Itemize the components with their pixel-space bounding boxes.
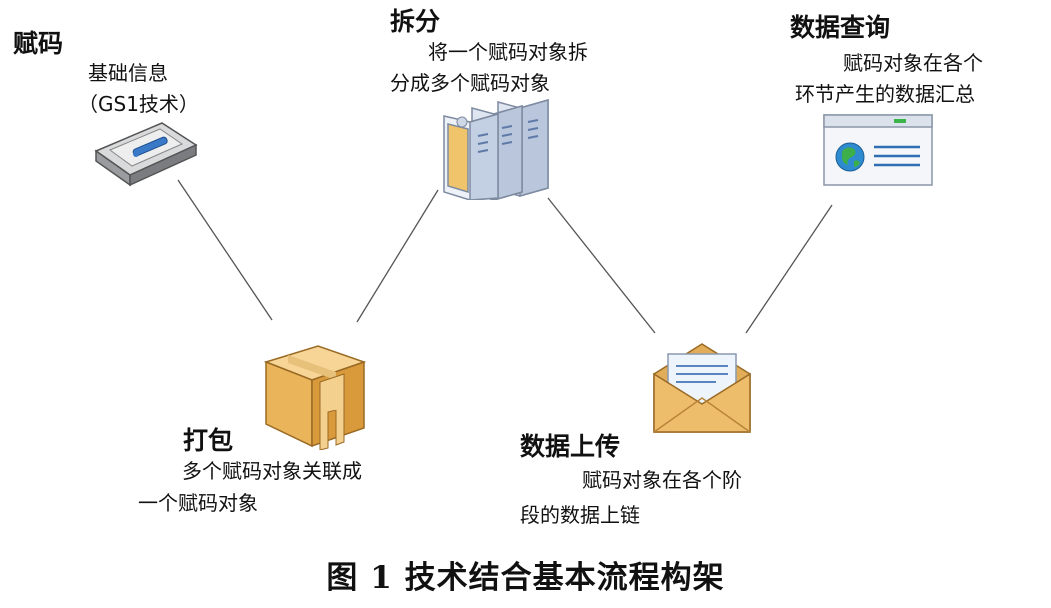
assign-title: 赋码 [13,29,64,58]
web-window-icon [822,113,934,191]
upload-desc-line1: 赋码对象在各个阶 [582,468,742,492]
pack-title: 打包 [183,426,234,455]
pack-desc-line2: 一个赋码对象 [138,491,258,515]
split-title: 拆分 [390,7,441,36]
split-desc-line2: 分成多个赋码对象 [390,71,550,95]
query-title: 数据查询 [790,13,891,42]
upload-title: 数据上传 [520,432,621,461]
figure-caption: 图 1 技术结合基本流程构架 [326,560,725,596]
envelope-icon [650,340,754,440]
box-icon [260,332,370,454]
query-desc-line2: 环节产生的数据汇总 [795,82,975,106]
assign-desc-line2: （GS1技术） [78,92,199,116]
server-icon [436,96,554,204]
link-split-pack [356,189,439,323]
link-split-upload [547,197,656,334]
link-assign-pack [177,179,273,321]
pack-desc-line1: 多个赋码对象关联成 [182,459,362,483]
link-query-upload [745,204,833,334]
assign-desc-line1: 基础信息 [88,61,168,85]
split-desc-line1: 将一个赋码对象拆 [428,40,588,64]
query-desc-line1: 赋码对象在各个 [843,51,983,75]
device-icon [88,117,200,193]
upload-desc-line2: 段的数据上链 [520,503,640,527]
